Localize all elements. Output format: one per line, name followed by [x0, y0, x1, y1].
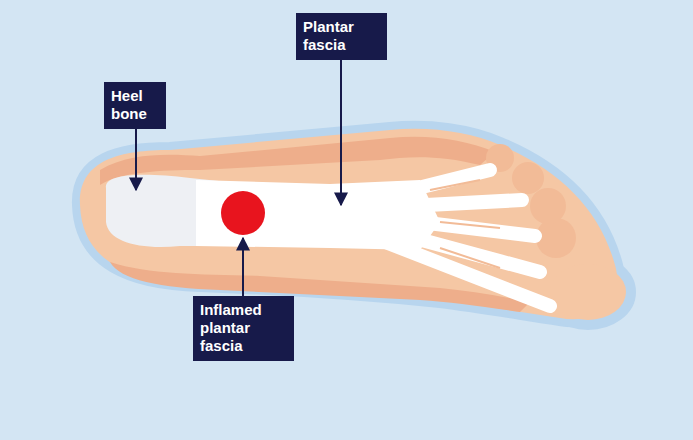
label-text: Inflamed plantar fascia: [200, 301, 287, 355]
foot-sole: [80, 129, 626, 320]
leader-arrow: [242, 238, 244, 296]
leader-arrow: [135, 129, 137, 190]
leader-arrow: [340, 60, 342, 205]
plantar-fascia: [196, 170, 550, 306]
label-box: Inflamed plantar fascia: [193, 296, 294, 361]
label-box: Heel bone: [104, 82, 166, 129]
label-text: Plantar fascia: [303, 18, 380, 54]
foot-halo: [80, 129, 628, 322]
inflamed-spot: [221, 191, 265, 235]
label-box: Plantar fascia: [296, 13, 387, 60]
label-text: Heel bone: [111, 87, 159, 123]
